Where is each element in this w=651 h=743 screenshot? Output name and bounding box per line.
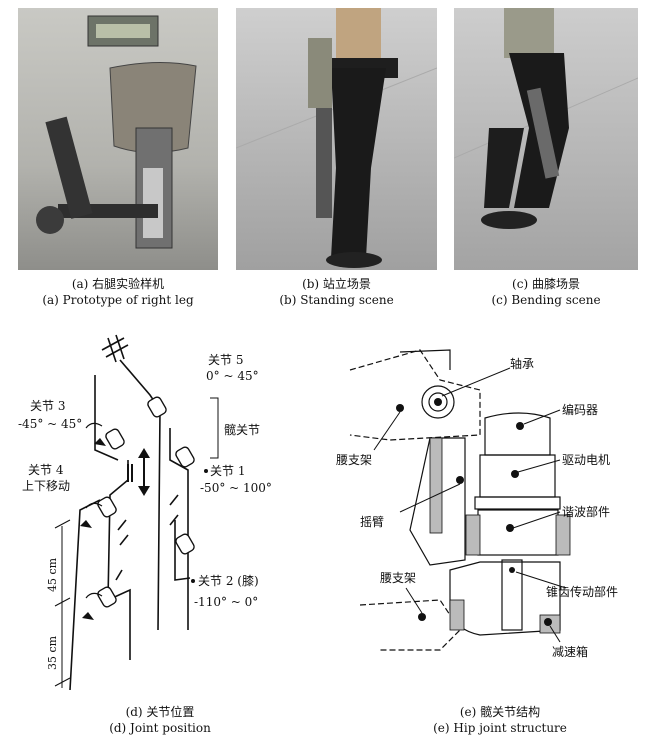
joint5-cylinder: [147, 396, 167, 418]
label-joint2: 关节 2 (膝): [198, 574, 259, 588]
label-bevel-gear-part: 锥齿传动部件: [546, 584, 618, 599]
prototype-illustration: [36, 15, 197, 249]
joint1-cylinder: [175, 446, 195, 468]
joint3-cylinder: [105, 428, 125, 450]
knee-left-cylinder: [97, 586, 117, 608]
label-joint1: 关节 1: [210, 464, 245, 478]
caption-b-english: (b) Standing scene: [279, 293, 394, 307]
photo-standing-scene: [236, 8, 437, 270]
label-joint4-desc: 上下移动: [22, 479, 70, 493]
caption-c-english: (c) Bending scene: [491, 293, 601, 307]
joint-position-diagram: 关节 5 0° ~ 45° 髋关节 关节 3 -45° ~ 45° 关节 4 上…: [18, 334, 272, 691]
label-bearing: 轴承: [510, 356, 534, 371]
label-encoder: 编码器: [562, 402, 598, 417]
label-joint1-range: -50° ~ 100°: [200, 481, 272, 495]
caption-e-chinese: (e) 髋关节结构: [459, 705, 541, 719]
caption-c-chinese: (c) 曲膝场景: [512, 277, 580, 291]
hip-joint-structure-diagram: 轴承 编码器 腰支架 驱动电机 摇臂 谐波部件 腰支架 锥齿传动部件 减速箱: [336, 349, 618, 659]
bending-illustration: [454, 8, 638, 229]
label-waist-frame-top: 腰支架: [336, 453, 372, 467]
standing-illustration: [236, 8, 437, 268]
label-joint5: 关节 5: [208, 353, 243, 367]
caption-b-chinese: (b) 站立场景: [302, 277, 371, 291]
label-joint5-range: 0° ~ 45°: [206, 369, 259, 383]
caption-a-english: (a) Prototype of right leg: [42, 293, 194, 307]
label-joint3: 关节 3: [30, 399, 65, 413]
label-gearbox: 减速箱: [552, 644, 588, 659]
label-drive-motor: 驱动电机: [562, 453, 610, 467]
caption-e-english: (e) Hip joint structure: [433, 721, 567, 735]
label-dim-35cm: 35 cm: [46, 635, 59, 670]
caption-d-english: (d) Joint position: [109, 721, 211, 735]
hip-left-cylinder: [97, 496, 117, 518]
label-rocker-arm: 摇臂: [360, 515, 384, 529]
label-waist-frame-bottom: 腰支架: [380, 571, 416, 585]
label-joint2-range: -110° ~ 0°: [194, 595, 258, 609]
joint2-cylinder: [175, 533, 195, 555]
label-joint3-range: -45° ~ 45°: [18, 417, 82, 431]
label-dim-45cm: 45 cm: [46, 557, 59, 592]
label-joint4: 关节 4: [28, 463, 64, 477]
caption-d-chinese: (d) 关节位置: [125, 705, 195, 719]
label-hip-joint: 髋关节: [224, 422, 260, 437]
caption-a-chinese: (a) 右腿实验样机: [71, 277, 165, 291]
photo-prototype-right-leg: [18, 8, 218, 270]
label-harmonic-part: 谐波部件: [562, 504, 610, 519]
photo-bending-scene: [454, 8, 638, 270]
